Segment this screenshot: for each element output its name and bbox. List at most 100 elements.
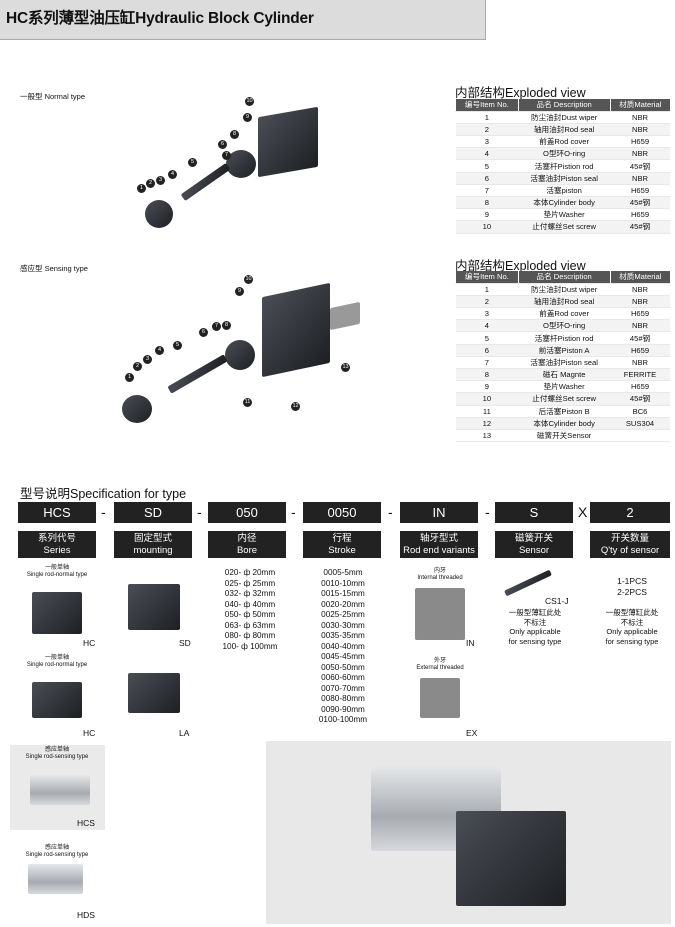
- table-cell: 4: [455, 319, 519, 333]
- table-cell: 活塞杆Pistion rod: [518, 331, 611, 345]
- series-2-image: [20, 672, 100, 727]
- sensor-image: [504, 569, 552, 597]
- series-1-image: [20, 582, 100, 642]
- series-4-code: HDS: [77, 910, 95, 920]
- table-cell: 6: [455, 172, 519, 185]
- stroke-item: 0015-15mm: [321, 589, 365, 598]
- table-cell: NBR: [610, 172, 670, 185]
- bore-item: 040- ф 40mm: [224, 599, 276, 609]
- table-cell: 后活塞Piston B: [518, 405, 611, 418]
- table-cell: FERRITE: [610, 368, 670, 382]
- code-separator: X: [578, 504, 588, 520]
- table-cell: 45#钢: [610, 392, 670, 406]
- table-cell: 45#钢: [610, 196, 670, 210]
- table-cell: H659: [610, 184, 670, 198]
- table-cell: 2: [455, 295, 519, 309]
- table-cell: 9: [455, 380, 519, 394]
- table-cell: 2: [455, 123, 519, 137]
- mounting-la-image: [118, 665, 193, 720]
- product-photo: [266, 741, 671, 924]
- table-cell: 垫片Washer: [518, 380, 611, 394]
- table-cell: 10: [455, 220, 519, 234]
- table-cell: H659: [610, 344, 670, 357]
- table-cell: 活塞杆Pistion rod: [518, 159, 611, 173]
- mounting-sd-code: SD: [179, 638, 191, 648]
- stroke-item: 0070-70mm: [321, 683, 365, 693]
- code-box: IN: [400, 502, 478, 523]
- table-cell: 5: [455, 331, 519, 345]
- table-cell: 前活塞Piston A: [518, 344, 611, 357]
- table-header: 材质Material: [609, 99, 670, 112]
- stroke-item: 0035-35mm: [321, 631, 365, 640]
- table-cell: NBR: [610, 356, 670, 370]
- table-cell: O型环O-ring: [518, 147, 611, 161]
- stroke-item: 0060-60mm: [321, 673, 365, 682]
- table-cell: 45#钢: [610, 159, 670, 173]
- sensor-code: CS1-J: [545, 596, 569, 606]
- page-title: HC系列薄型油压缸Hydraulic Block Cylinder: [6, 10, 314, 27]
- series-2-cn: 一般单轴: [44, 655, 69, 661]
- rod-ex-code: EX: [466, 728, 478, 738]
- table-cell: NBR: [610, 123, 670, 137]
- code-box: HCS: [18, 502, 96, 523]
- code-box: 2: [590, 502, 670, 523]
- table-cell: 前盖Rod cover: [518, 307, 611, 321]
- table-cell: H659: [610, 208, 670, 222]
- table-cell: 5: [455, 159, 519, 173]
- table-cell: NBR: [610, 111, 670, 124]
- table-cell: 4: [455, 147, 519, 161]
- code-separator: -: [101, 504, 106, 520]
- bore-item: 020- ф 20mm: [224, 568, 276, 577]
- table-cell: 止付螺丝Set screw: [518, 220, 611, 234]
- table-cell: NBR: [610, 295, 670, 309]
- table-cell: 13: [455, 429, 519, 443]
- table-cell: 防尘油封Dust wiper: [518, 283, 611, 296]
- table-cell: H659: [610, 380, 670, 394]
- code-box: 0050: [303, 502, 381, 523]
- bore-item: 080- ф 80mm: [224, 631, 276, 640]
- code-box: 050: [208, 502, 286, 523]
- table-cell: 8: [455, 368, 519, 382]
- table-cell: 垫片Washer: [518, 208, 611, 222]
- table-cell: 活塞油封Piston seal: [518, 172, 611, 185]
- table-header: 材质Material: [609, 271, 670, 284]
- table-header: 品名 Description: [517, 271, 611, 284]
- normal-type-label: 一般型 Normal type: [20, 92, 86, 101]
- series-4-en: Single rod-sensing type: [25, 852, 89, 858]
- series-1-en: Single rod-normal type: [26, 572, 88, 578]
- table-cell: NBR: [610, 147, 670, 161]
- table-cell: 9: [455, 208, 519, 222]
- bore-item: 025- ф 25mm: [224, 578, 276, 588]
- table-cell: 活塞piston: [518, 184, 611, 198]
- table-cell: 轴用油封Rod seal: [518, 123, 611, 137]
- normal-cylinder-photo: [456, 811, 566, 906]
- table-cell: H659: [610, 307, 670, 321]
- table-cell: BC6: [610, 405, 670, 418]
- table-cell: 45#钢: [610, 220, 670, 234]
- series-3-image: [30, 775, 90, 805]
- table-cell: 12: [455, 417, 519, 430]
- table-cell: 活塞油封Piston seal: [518, 356, 611, 370]
- table-cell: [610, 429, 670, 443]
- table-cell: 止付螺丝Set screw: [518, 392, 611, 406]
